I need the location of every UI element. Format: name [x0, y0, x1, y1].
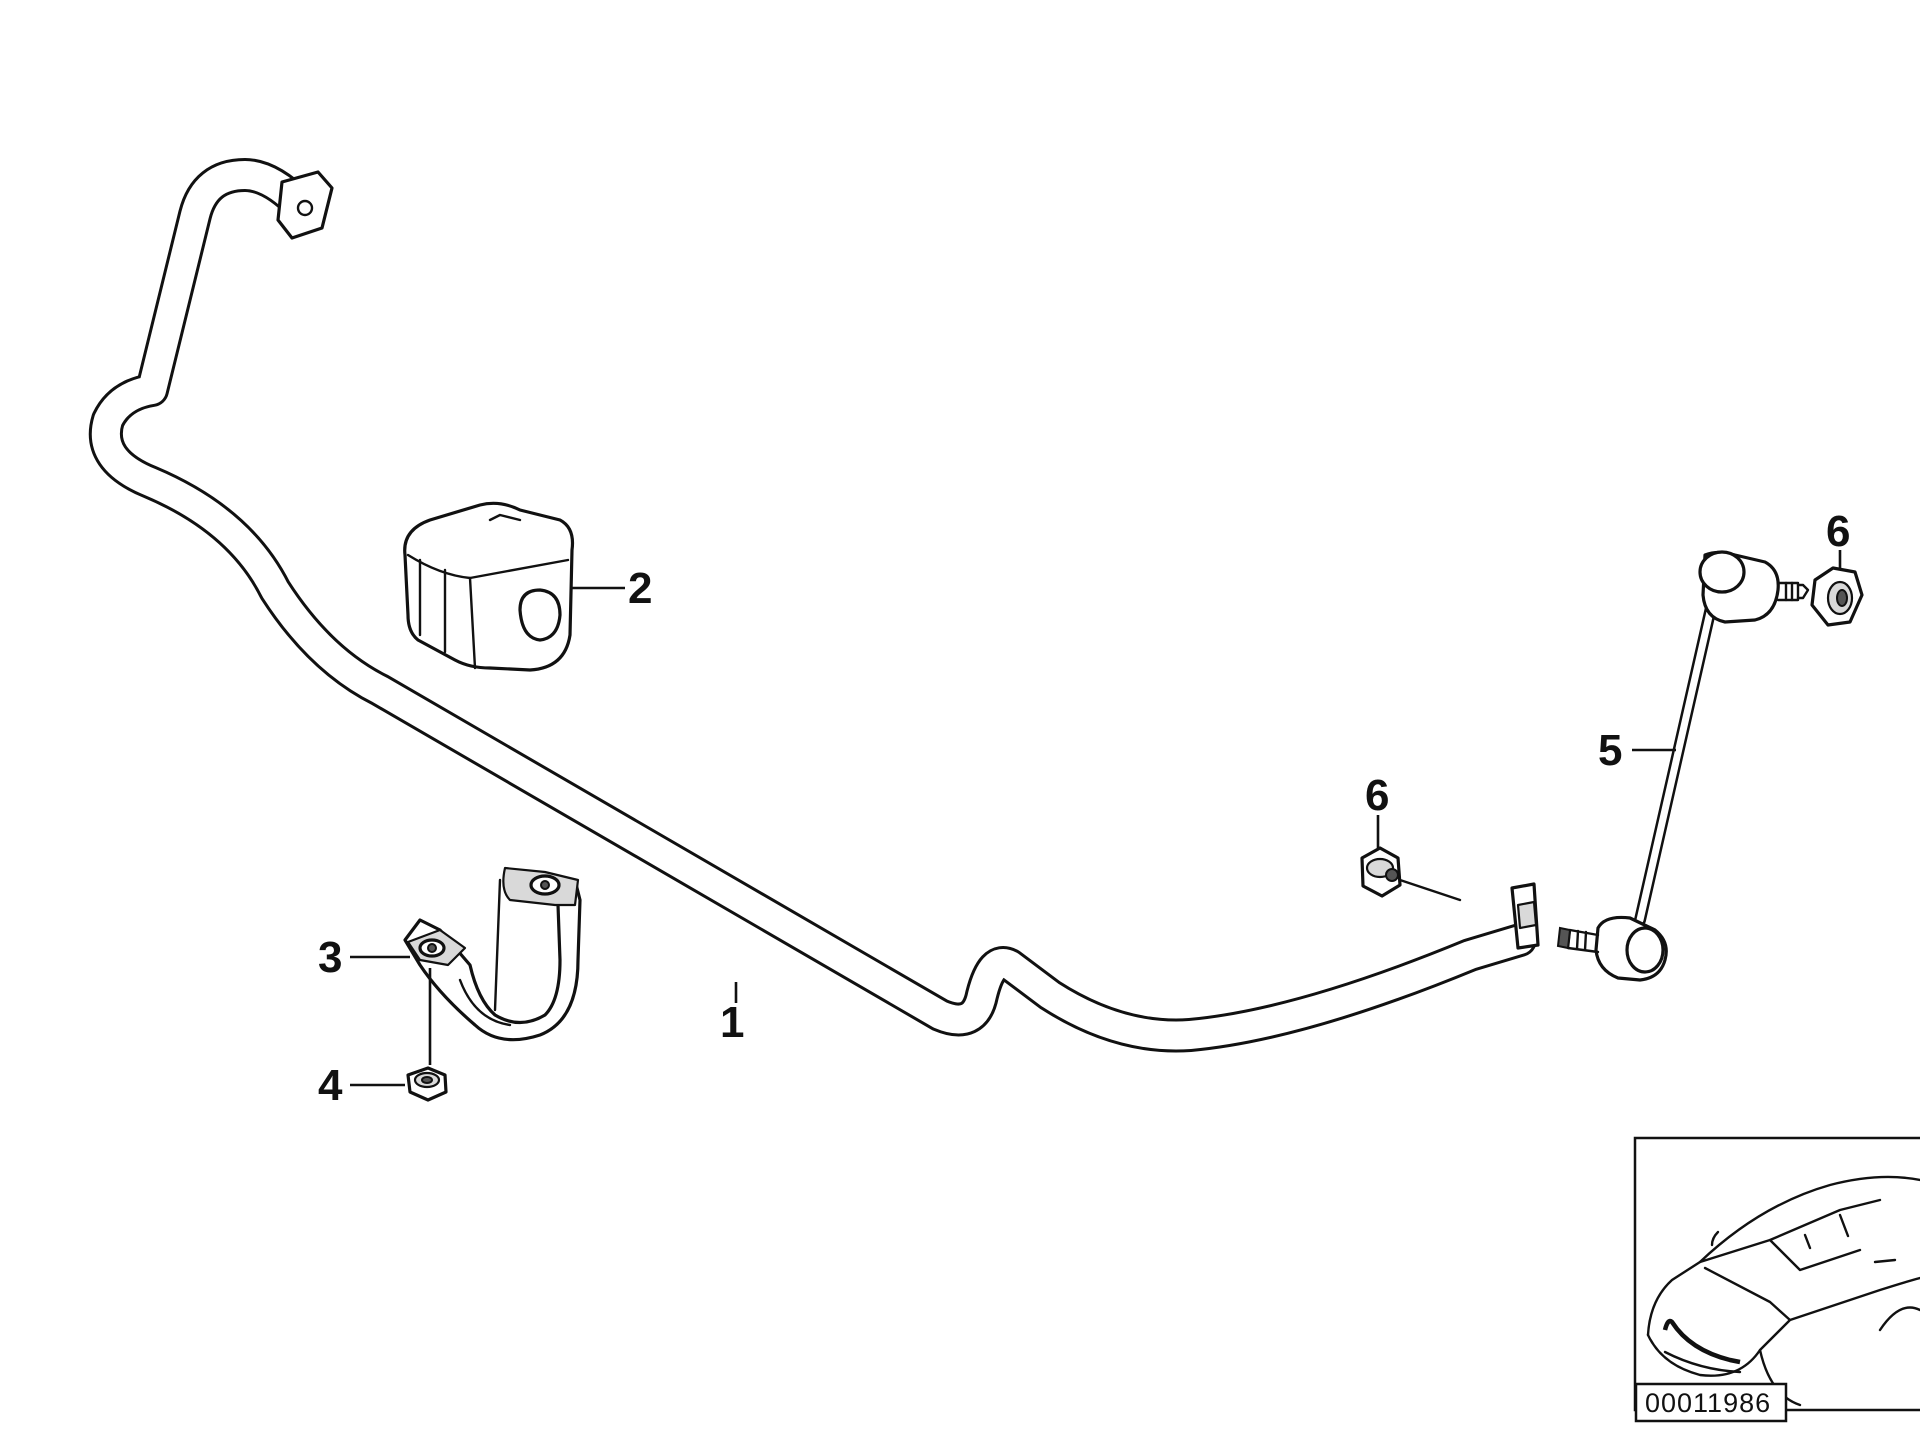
vehicle-location-inset [1633, 1136, 1920, 1412]
clamp-bracket [403, 866, 582, 1042]
callout-5: 5 [1598, 726, 1622, 775]
leader-lines [350, 550, 1842, 1087]
callout-4: 4 [318, 1061, 343, 1110]
stabilizer-bar [88, 158, 1540, 1053]
hex-nut-lower [1360, 846, 1462, 902]
callout-1: 1 [720, 998, 744, 1047]
rubber-mount-bush [403, 501, 575, 672]
drawing-id-box: 00011986 [1634, 1382, 1788, 1423]
stabilizer-link [1556, 550, 1810, 982]
callout-6-lower: 6 [1365, 771, 1389, 820]
drawing-id: 00011986 [1645, 1388, 1771, 1418]
hex-nut [406, 1066, 448, 1102]
callout-6-upper: 6 [1826, 507, 1850, 556]
callout-3: 3 [318, 933, 342, 982]
hex-nut-upper [1810, 566, 1864, 627]
callout-2: 2 [628, 564, 652, 613]
